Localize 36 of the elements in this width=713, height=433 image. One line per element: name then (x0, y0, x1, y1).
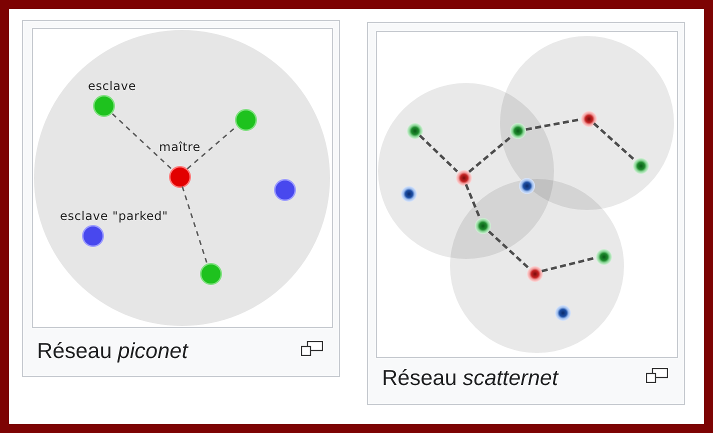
dashed-link (418, 134, 458, 172)
slave-node (510, 123, 526, 139)
slave-node (235, 109, 257, 131)
dashed-link (468, 135, 513, 173)
master-node (169, 166, 191, 188)
dashed-link (464, 184, 482, 220)
thumbnail-card (22, 20, 340, 377)
dashed-link (182, 186, 208, 263)
piconet-range-circle (34, 30, 330, 326)
parked-node (519, 178, 535, 194)
thumbnail-card (367, 22, 685, 405)
slave-node (407, 123, 423, 139)
coverage-circle (450, 179, 624, 353)
node-label: esclave "parked" (60, 209, 168, 223)
parked-node (82, 225, 104, 247)
node-label: maître (159, 140, 201, 154)
slave-node (93, 95, 115, 117)
image-caption: Réseau scatternet (382, 366, 558, 390)
slave-node (200, 263, 222, 285)
image-caption: Réseau piconet (37, 339, 188, 363)
slave-node (475, 218, 491, 234)
parked-node (274, 179, 296, 201)
node-label: esclave (88, 79, 136, 93)
coverage-circle (500, 36, 674, 210)
slave-node (633, 158, 649, 174)
slave-node (596, 249, 612, 265)
master-node (581, 111, 597, 127)
master-node (527, 266, 543, 282)
master-node (456, 170, 472, 186)
dashed-link (526, 118, 580, 131)
dashed-link (488, 230, 529, 269)
dashed-link (541, 256, 596, 272)
dashed-link (110, 112, 172, 170)
parked-node (555, 305, 571, 321)
dashed-link (593, 122, 635, 161)
parked-node (401, 186, 417, 202)
